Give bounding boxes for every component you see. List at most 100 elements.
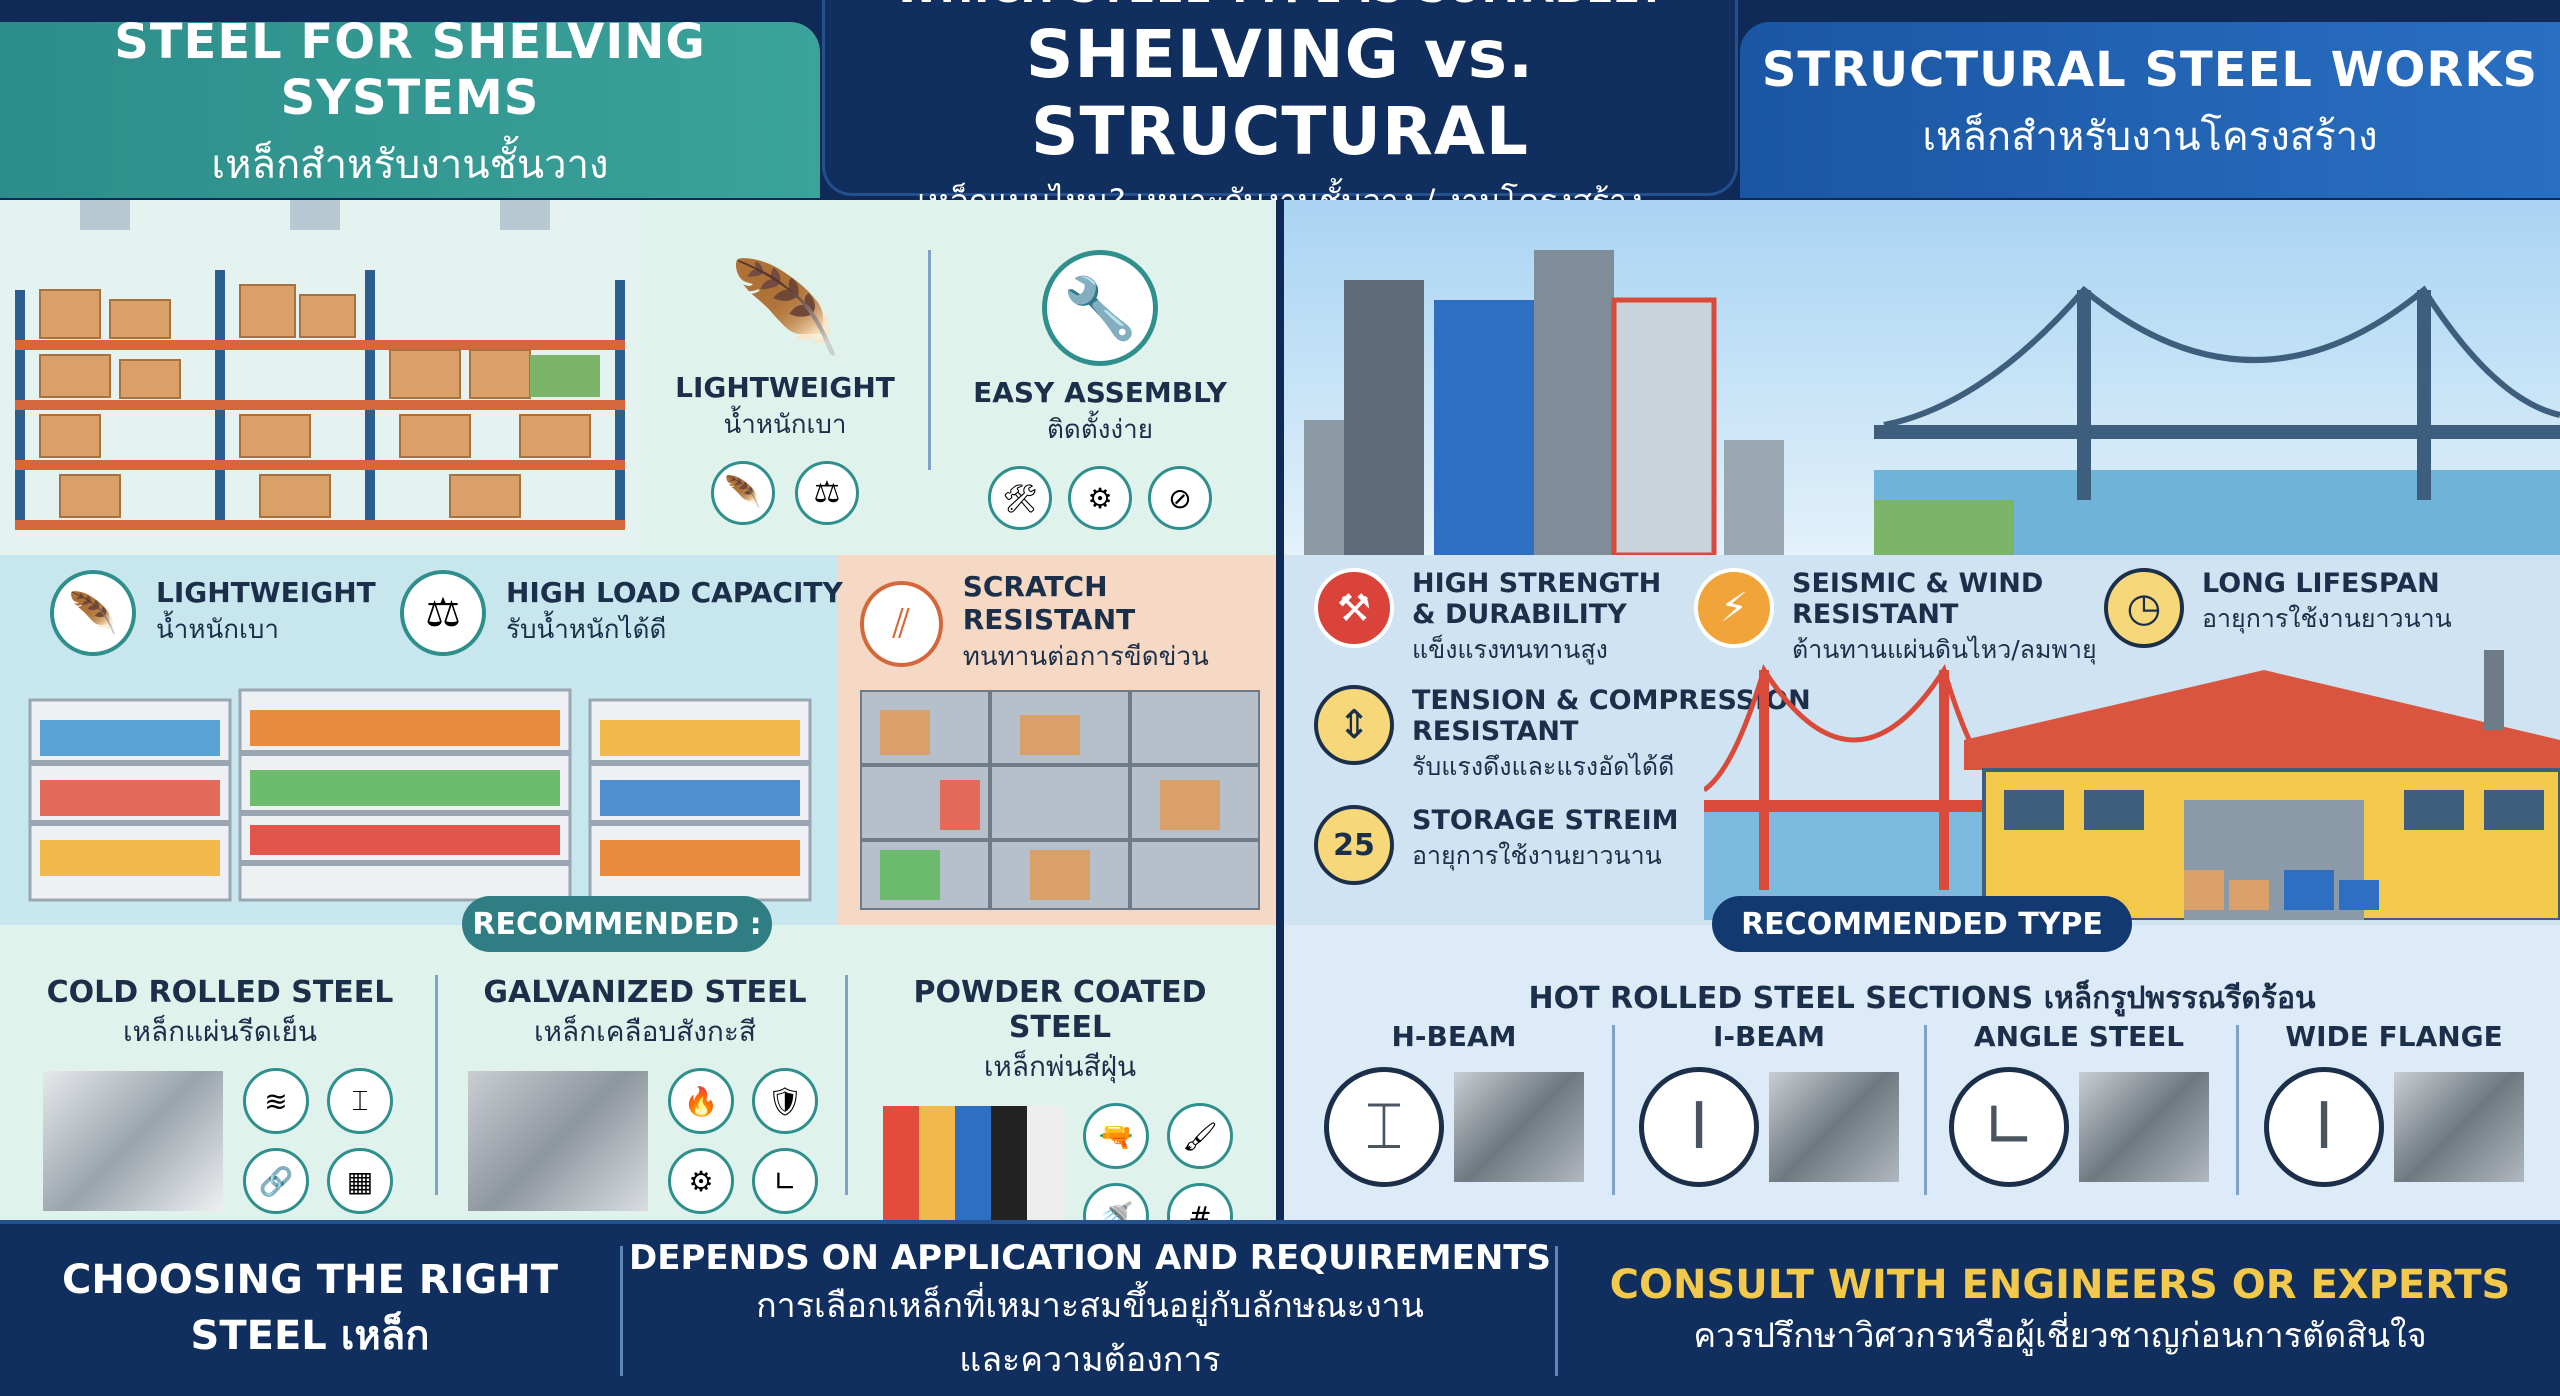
feature-easy-assembly: 🔧 EASY ASSEMBLY ติดตั้งง่าย 🛠 ⚙ ⊘ bbox=[940, 240, 1260, 540]
feature-thai: อายุการใช้งานยาวนาน bbox=[1412, 841, 1662, 870]
header-right-panel: STRUCTURAL STEEL WORKS เหล็กสำหรับงานโคร… bbox=[1740, 22, 2560, 198]
clock-icon: ◷ bbox=[2104, 568, 2184, 648]
type-galvanized: GALVANIZED STEEL เหล็กเคลือบสังกะสี 🔥 🛡 … bbox=[450, 965, 840, 1220]
dumbbell-icon: ⚒ bbox=[1314, 568, 1394, 648]
warehouse-rack-image bbox=[0, 200, 640, 555]
footer-mid-line1: DEPENDS ON APPLICATION AND REQUIREMENTS bbox=[629, 1238, 1551, 1278]
wide-flange-sample bbox=[2394, 1072, 2524, 1182]
right-subtitle: เหล็กสำหรับงานโครงสร้าง bbox=[1922, 114, 2378, 160]
section-label: WIDE FLANGE bbox=[2285, 1020, 2503, 1053]
feature-title-2: RESISTANT bbox=[1792, 599, 1959, 630]
section-h-beam: H-BEAM ⌶ bbox=[1304, 1020, 1604, 1220]
structural-panel: ⚒ HIGH STRENGTH & DURABILITY แข็งแรงทนทา… bbox=[1284, 200, 2560, 1220]
feature-tension-compression: ⇕ TENSION & COMPRESSION RESISTANT รับแรง… bbox=[1314, 685, 1811, 787]
footer-mid-line2: การเลือกเหล็กที่เหมาะสมขึ้นอยู่กับลักษณะ… bbox=[756, 1286, 1424, 1326]
section-label: ANGLE STEEL bbox=[1973, 1020, 2185, 1053]
locker-illustration bbox=[858, 688, 1262, 912]
feature-seismic-wind: ⚡ SEISMIC & WIND RESISTANT ต้านทานแผ่นดิ… bbox=[1694, 568, 2097, 670]
feature-thai: น้ำหนักเบา bbox=[723, 409, 847, 440]
feature-long-lifespan: ◷ LONG LIFESPAN อายุการใช้งานยาวนาน bbox=[2104, 568, 2452, 648]
feature-title: HIGH STRENGTH bbox=[1412, 568, 1662, 599]
compress-icon: ⇕ bbox=[1314, 685, 1394, 765]
layers-icon: ≋ bbox=[243, 1068, 309, 1134]
center-question: WHICH STEEL TYPE IS SUITABLE? bbox=[895, 0, 1666, 12]
feather-small-icon: 🪶 bbox=[711, 460, 775, 525]
feather-icon: 🪶 bbox=[728, 255, 842, 361]
right-title: STRUCTURAL STEEL WORKS bbox=[1761, 42, 2539, 98]
feature-thai: ต้านทานแผ่นดินไหว/ลมพายุ bbox=[1792, 635, 2097, 664]
feature-lightweight-mid: 🪶 LIGHTWEIGHT น้ำหนักเบา bbox=[50, 570, 376, 656]
footer-right-line2: ควรปรึกษาวิศวกรหรือผู้เชี่ยวชาญก่อนการตั… bbox=[1693, 1316, 2427, 1356]
shield-icon: 🛡 bbox=[752, 1068, 818, 1134]
feature-thai: อายุการใช้งานยาวนาน bbox=[2202, 604, 2452, 633]
center-title: SHELVING vs. STRUCTURAL bbox=[1025, 16, 1535, 170]
feature-title-2: & DURABILITY bbox=[1412, 599, 1627, 630]
header-left-panel: STEEL FOR SHELVING SYSTEMS เหล็กสำหรับงา… bbox=[0, 14, 820, 198]
sheet-icon: ▦ bbox=[327, 1148, 393, 1214]
structural-sections: HOT ROLLED STEEL SECTIONS เหล็กรูปพรรณรี… bbox=[1284, 965, 2560, 1220]
feature-thai: ติดตั้งง่าย bbox=[1047, 415, 1153, 445]
footer-left-line1: CHOOSING THE RIGHT bbox=[61, 1257, 559, 1303]
gear-icon: ⚙ bbox=[1068, 466, 1132, 530]
link-icon: 🔗 bbox=[243, 1148, 309, 1214]
h-beam-sample bbox=[1454, 1072, 1584, 1182]
h-beam-icon: ⌶ bbox=[1324, 1067, 1444, 1187]
feature-title: LIGHTWEIGHT bbox=[675, 370, 895, 404]
section-divider bbox=[1924, 1025, 1927, 1195]
feature-scratch-resistant: ⫽ SCRATCH RESISTANT ทนทานต่อการขีดข่วน bbox=[860, 570, 1276, 677]
type-title: GALVANIZED STEEL bbox=[483, 975, 807, 1010]
recommended-label: RECOMMENDED TYPE bbox=[1741, 906, 2103, 942]
feature-title: HIGH LOAD CAPACITY bbox=[506, 576, 843, 609]
footer-left-line2: STEEL เหล็ก bbox=[190, 1313, 430, 1359]
type-divider bbox=[845, 975, 848, 1195]
section-label: I-BEAM bbox=[1712, 1020, 1826, 1053]
i-beam-icon: I bbox=[1639, 1067, 1759, 1187]
footer: CHOOSING THE RIGHT STEEL เหล็ก DEPENDS O… bbox=[0, 1220, 2560, 1396]
tools-icon: 🛠 bbox=[988, 466, 1052, 530]
type-thai: เหล็กเคลือบสังกะสี bbox=[533, 1015, 757, 1048]
feature-high-strength: ⚒ HIGH STRENGTH & DURABILITY แข็งแรงทนทา… bbox=[1314, 568, 1661, 670]
feature-thai: ทนทานต่อการขีดข่วน bbox=[962, 642, 1209, 672]
locker-image bbox=[858, 688, 1262, 912]
angle-steel-sample bbox=[2079, 1072, 2209, 1182]
galvanized-sample bbox=[468, 1071, 648, 1211]
shelving-panel: 🪶 LIGHTWEIGHT น้ำหนักเบา 🪶 ⚖ 🔧 EASY ASSE… bbox=[0, 200, 1276, 1220]
feature-lightweight-top: 🪶 LIGHTWEIGHT น้ำหนักเบา 🪶 ⚖ bbox=[650, 240, 920, 540]
type-title: POWDER COATED STEEL bbox=[913, 975, 1207, 1045]
angle-icon: ∟ bbox=[752, 1148, 818, 1214]
cold-rolled-sample bbox=[43, 1071, 223, 1211]
feature-title: STORAGE STREIM bbox=[1412, 805, 1679, 836]
feather-icon: 🪶 bbox=[50, 570, 136, 656]
warehouse-bridge-illustration bbox=[1702, 650, 2560, 922]
warehouse-bridge-image bbox=[1702, 650, 2560, 922]
center-split bbox=[1276, 200, 1284, 1220]
lightning-icon: ⚡ bbox=[1694, 568, 1774, 648]
city-bridge-illustration bbox=[1284, 200, 2560, 558]
feature-thai: น้ำหนักเบา bbox=[156, 615, 280, 645]
paint-icon: 🖌 bbox=[1167, 1103, 1233, 1169]
store-shelves-illustration bbox=[20, 680, 820, 910]
feature-title: SEISMIC & WIND bbox=[1792, 568, 2044, 599]
section-i-beam: I-BEAM I bbox=[1619, 1020, 1919, 1220]
type-thai: เหล็กแผ่นรีดเย็น bbox=[122, 1015, 318, 1048]
feature-thai: รับน้ำหนักได้ดี bbox=[506, 615, 667, 645]
type-thai: เหล็กพ่นสีฝุ่น bbox=[983, 1050, 1137, 1083]
section-label: H-BEAM bbox=[1391, 1020, 1517, 1053]
type-divider bbox=[435, 975, 438, 1195]
no-weld-icon: ⊘ bbox=[1148, 466, 1212, 530]
feature-storage-streim: 25 STORAGE STREIM อายุการใช้งานยาวนาน bbox=[1314, 805, 1679, 885]
beam-icon: ⌶ bbox=[327, 1068, 393, 1134]
shelving-recommended-pill: RECOMMENDED : bbox=[462, 896, 772, 952]
feature-high-load: ⚖ HIGH LOAD CAPACITY รับน้ำหนักได้ดี bbox=[400, 570, 843, 656]
angle-steel-icon: ∟ bbox=[1949, 1067, 2069, 1187]
footer-right-line1: CONSULT WITH ENGINEERS OR EXPERTS bbox=[1609, 1262, 2511, 1308]
weight-icon: ⚖ bbox=[795, 460, 859, 525]
city-bridge-image bbox=[1284, 200, 2560, 558]
left-subtitle: เหล็กสำหรับงานชั้นวาง bbox=[211, 142, 609, 188]
gear-icon: ⚙ bbox=[668, 1148, 734, 1214]
type-cold-rolled: COLD ROLLED STEEL เหล็กแผ่นรีดเย็น ≋ ⌶ 🔗… bbox=[20, 965, 420, 1220]
section-angle-steel: ANGLE STEEL ∟ bbox=[1929, 1020, 2229, 1220]
lifespan-number: 25 bbox=[1333, 827, 1375, 863]
footer-middle: DEPENDS ON APPLICATION AND REQUIREMENTS … bbox=[625, 1224, 1555, 1396]
feature-divider bbox=[928, 250, 931, 470]
